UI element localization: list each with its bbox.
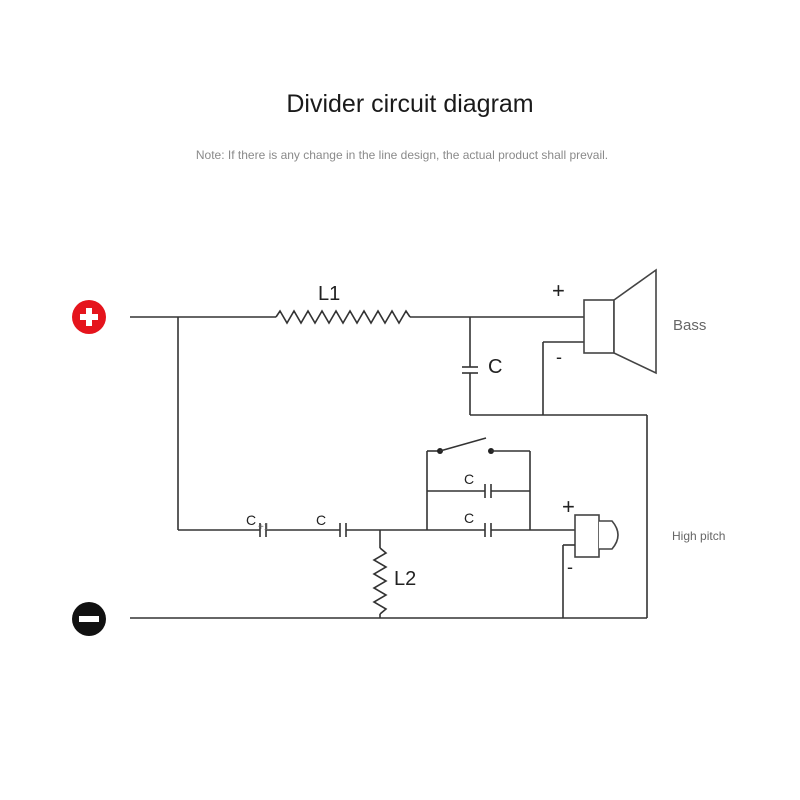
page-title: Divider circuit diagram: [286, 90, 534, 118]
label-bass: Bass: [673, 317, 706, 334]
label-bass-plus: +: [552, 278, 565, 303]
label-l1: L1: [318, 283, 340, 305]
tweeter-icon: [574, 514, 619, 558]
label-tweeter-minus: -: [567, 557, 573, 577]
label-bass-minus: -: [556, 347, 562, 367]
capacitor-parallel-1: [484, 484, 492, 498]
label-c-1: C: [246, 512, 256, 528]
label-c-bass: C: [488, 356, 502, 378]
label-tweeter-plus: +: [562, 494, 575, 519]
capacitor-parallel-2: [484, 523, 492, 537]
label-high-pitch: High pitch: [672, 529, 725, 543]
label-c-2: C: [316, 512, 326, 528]
capacitor-c-series: [339, 523, 347, 537]
label-c-plus1: +1: [258, 522, 270, 533]
label-c-3: C: [464, 471, 474, 487]
inductor-l2: [372, 547, 388, 615]
negative-terminal-icon: [72, 602, 106, 636]
switch-icon: [437, 437, 494, 454]
disclaimer-note: Note: If there is any change in the line…: [195, 148, 609, 162]
bass-speaker-icon: [583, 268, 657, 375]
label-l2: L2: [394, 568, 416, 590]
label-c-4: C: [464, 510, 474, 526]
capacitor-bass: [462, 366, 478, 374]
inductor-l1: [275, 309, 411, 325]
positive-terminal-icon: [72, 300, 106, 334]
